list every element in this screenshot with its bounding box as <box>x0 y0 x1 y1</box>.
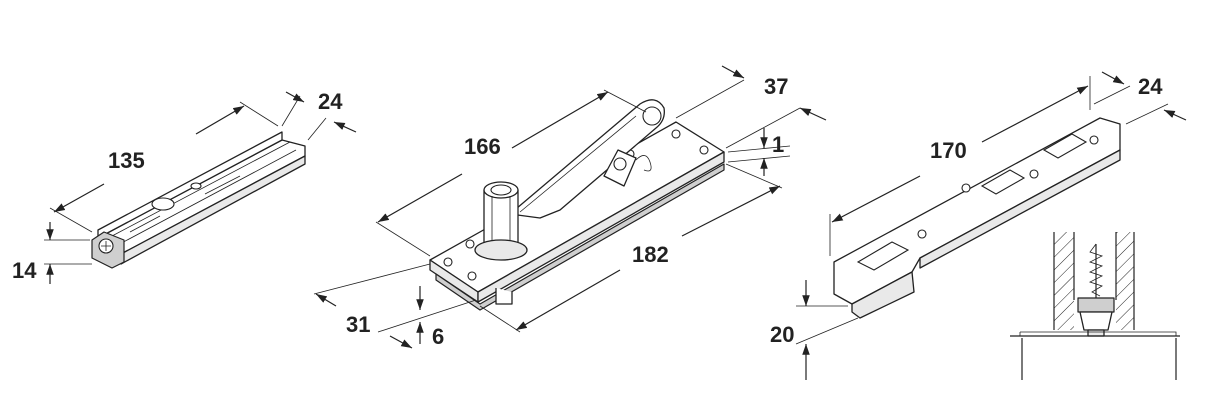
pivot-slot-lines <box>129 175 241 233</box>
door-hatch-right <box>1116 232 1134 330</box>
ext-line-182-b <box>725 163 783 189</box>
dim-label-20: 20 <box>770 322 794 347</box>
pivot-insert-top <box>1077 297 1115 313</box>
dim-line-182-a <box>515 269 621 331</box>
spindle-bore <box>490 184 512 196</box>
ext-line-31-a <box>313 263 431 295</box>
lower-plate <box>435 163 725 311</box>
dim-label-170: 170 <box>930 138 967 163</box>
figure-top-pivot-bar: 170 24 20 <box>770 71 1187 380</box>
ext-line-135-a <box>49 207 93 233</box>
wood-screw <box>1088 243 1104 297</box>
plate-hole-3 <box>671 129 681 139</box>
dim-label-24: 24 <box>318 89 343 114</box>
ext-line-31-b <box>377 299 477 333</box>
bar-slot-front <box>856 241 910 271</box>
ext-line-1-b <box>727 155 791 163</box>
ext-line-24b-b <box>1125 103 1169 125</box>
spring-pin <box>613 157 627 171</box>
figure-section-detail <box>1010 232 1180 380</box>
door-hatch-left <box>1054 232 1074 330</box>
base-plate-front <box>477 151 725 303</box>
ext-line-24-b <box>307 117 327 141</box>
door-section-lines <box>1053 232 1135 330</box>
figure-floor-pivot-plate: 166 37 1 182 31 6 <box>313 65 827 349</box>
ext-line-37-b <box>725 107 801 149</box>
dim-line-24-b <box>333 121 357 133</box>
ext-line-1-a <box>727 145 791 153</box>
dim-line-24b-b <box>1163 109 1187 121</box>
ext-line-24-a <box>281 95 301 127</box>
ext-line-182-a <box>479 305 521 333</box>
ext-line-166-b <box>603 89 647 113</box>
bar-hole-4 <box>1089 135 1099 145</box>
dim-label-37: 37 <box>764 74 788 99</box>
ext-line-20-b <box>795 317 859 345</box>
ext-line-166-a <box>375 221 431 257</box>
arm-edge-line <box>519 115 637 213</box>
dim-line-37-b <box>799 107 827 121</box>
dim-line-182-b <box>681 185 781 237</box>
bar-hole-2 <box>961 183 971 193</box>
bar-slot-rear <box>1042 133 1088 159</box>
pivot-channel-lip <box>97 131 283 239</box>
dim-label-6: 6 <box>432 324 444 349</box>
dim-label-31: 31 <box>346 312 370 337</box>
spindle-collar <box>474 239 528 261</box>
dim-label-24b: 24 <box>1138 74 1163 99</box>
dim-line-170-b <box>981 85 1089 143</box>
bar-hole-1 <box>917 229 927 239</box>
pivot-spindle-slot <box>101 241 111 251</box>
dim-line-24-a <box>285 91 305 103</box>
spring-coil <box>635 155 652 172</box>
pivot-channel-inner-line <box>111 141 297 247</box>
dim-label-14: 14 <box>12 258 37 283</box>
dim-line-135-a <box>53 183 105 213</box>
dim-label-135: 135 <box>108 148 145 173</box>
bar-slot-middle <box>980 169 1026 195</box>
bar-hole-3 <box>1029 169 1039 179</box>
dim-line-31-a <box>315 293 337 307</box>
dim-line-24b-a <box>1101 71 1125 85</box>
pivot-insert-body <box>1079 311 1113 331</box>
plate-hole-2 <box>467 271 477 281</box>
figure-short-pivot: 135 24 14 <box>12 89 357 284</box>
dim-line-37-a <box>721 65 745 79</box>
dim-label-1: 1 <box>772 132 784 157</box>
dim-line-166-a <box>377 173 463 223</box>
floor-sides <box>1021 338 1177 380</box>
ext-line-37-a <box>675 79 745 119</box>
bar-front-face <box>919 149 1121 269</box>
ext-line-24b-a <box>1093 85 1131 105</box>
plate-hole-5 <box>465 239 475 249</box>
dim-line-170-a <box>831 175 921 223</box>
arm-pivot-eye <box>642 106 662 126</box>
pivot-screw-hole <box>151 197 175 211</box>
dim-line-166-b <box>511 91 609 149</box>
spindle-stub <box>495 288 513 305</box>
dim-line-135-b <box>195 105 245 135</box>
pivot-small-hole <box>190 182 202 190</box>
pivot-insert-pin <box>1087 329 1105 337</box>
ext-line-135-b <box>239 101 279 127</box>
dim-label-166: 166 <box>464 134 501 159</box>
floor-plate <box>1019 331 1177 336</box>
plate-hole-4 <box>699 145 709 155</box>
plate-hole-1 <box>443 257 453 267</box>
dim-line-31-b <box>389 335 413 349</box>
bar-edge-lines <box>833 262 853 312</box>
dim-label-182: 182 <box>632 242 669 267</box>
